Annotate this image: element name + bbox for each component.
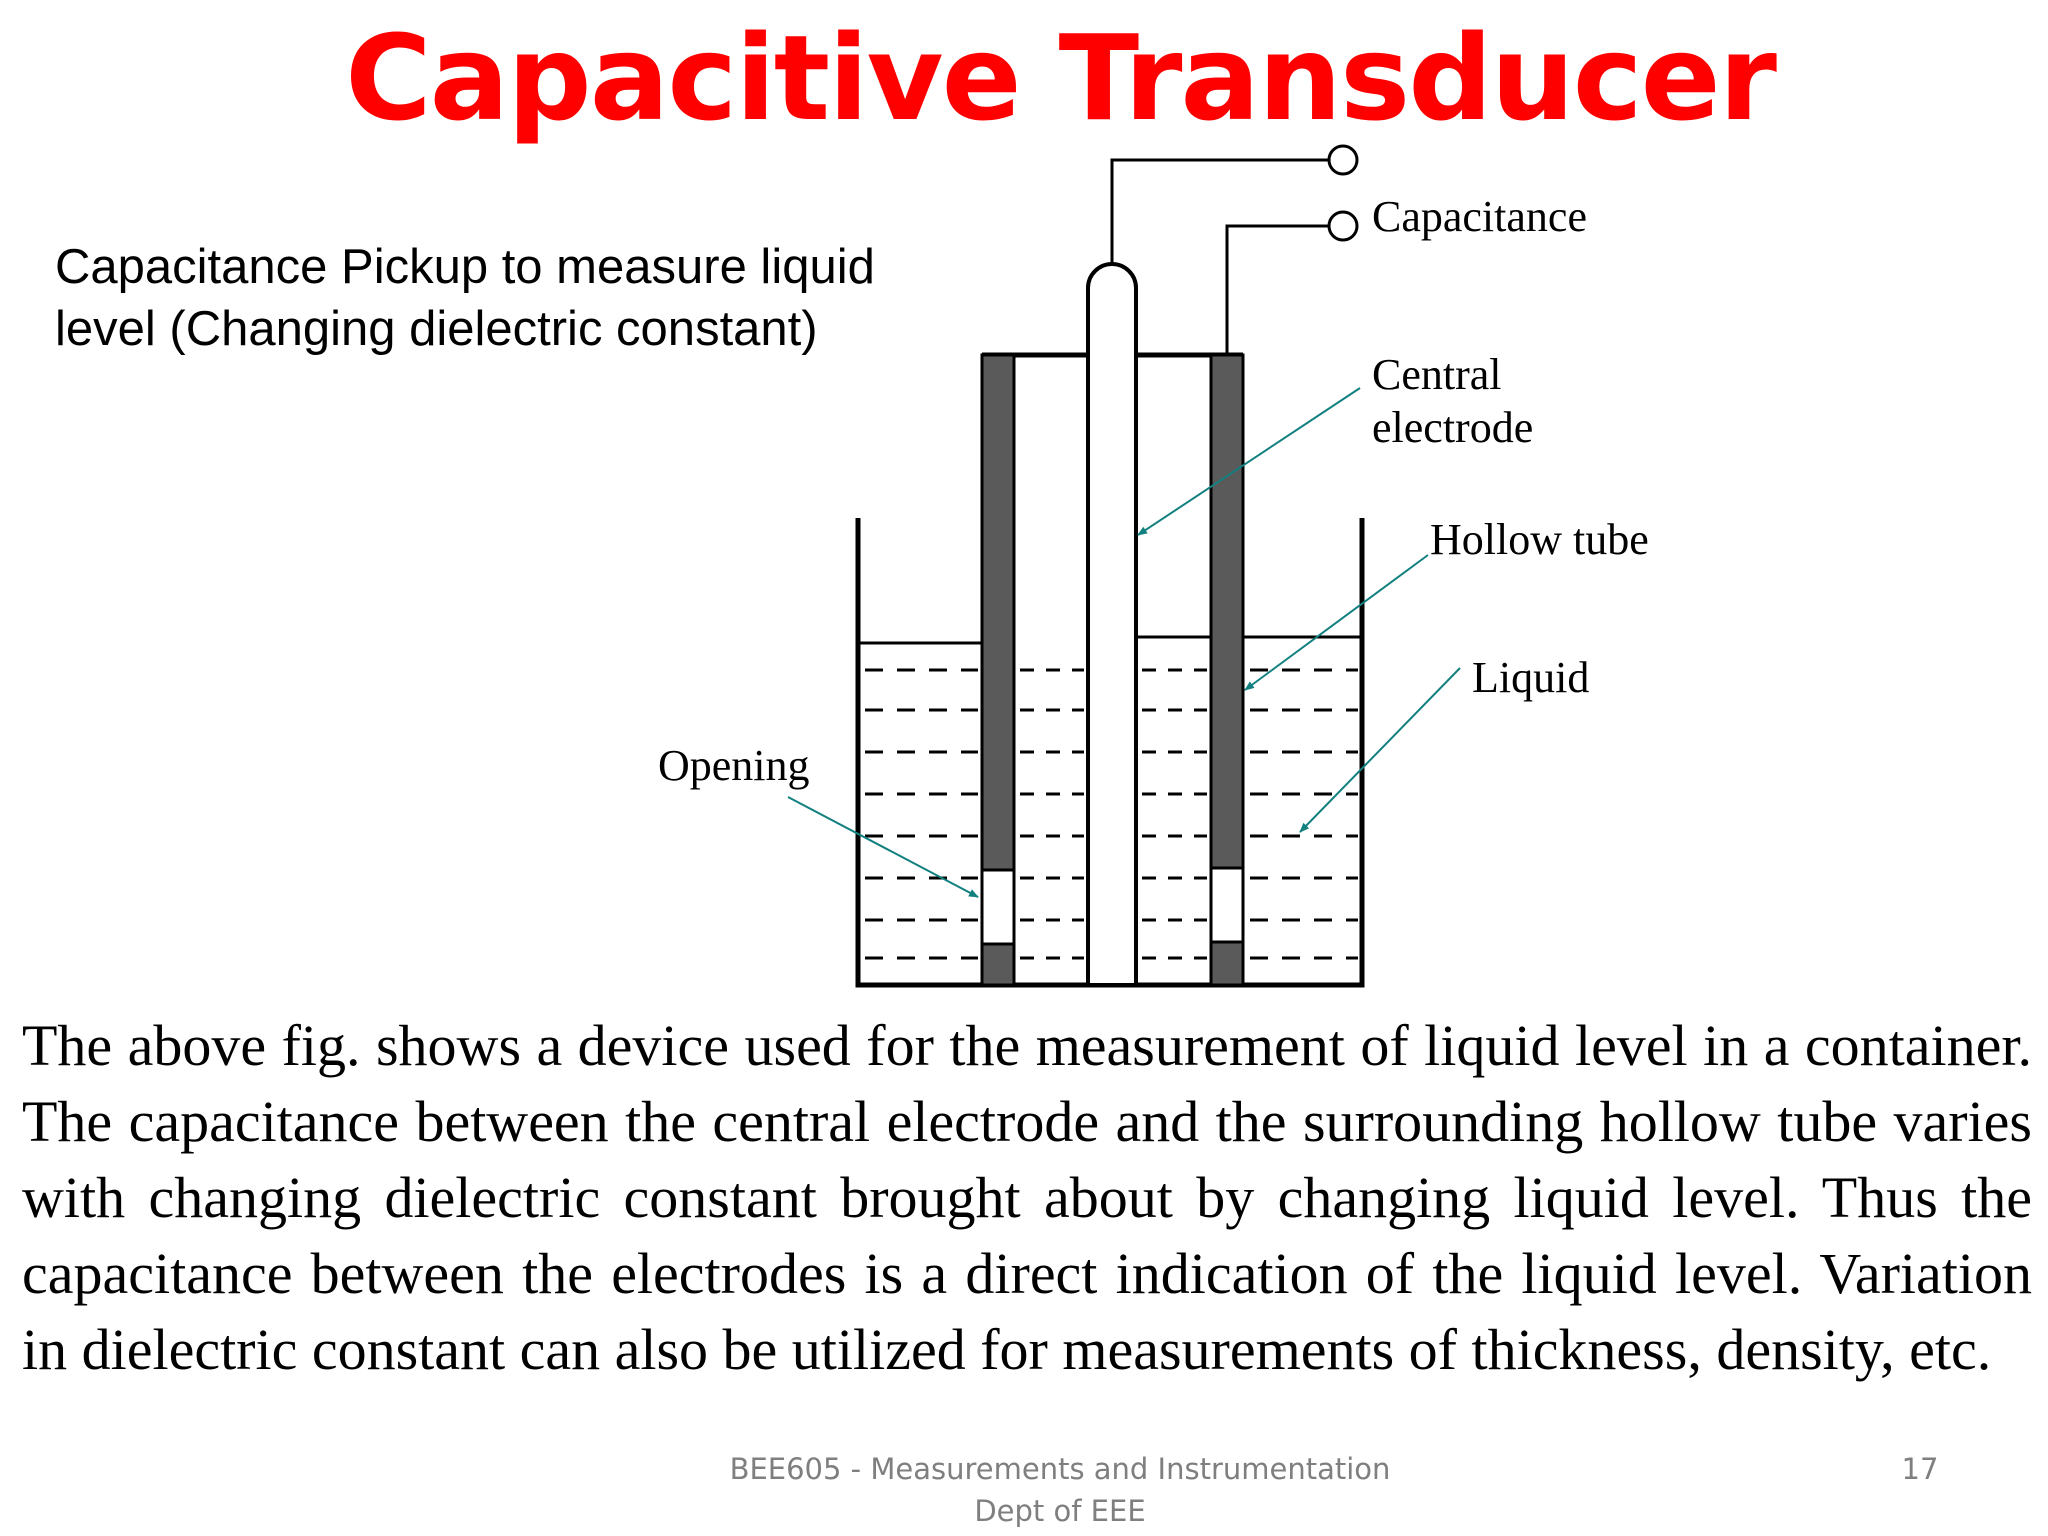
central-electrode-arrow xyxy=(1137,387,1361,536)
liquid-arrow xyxy=(1299,667,1461,833)
liquid-dashes xyxy=(865,668,1358,960)
label-central-electrode-line2: electrode xyxy=(1372,403,1533,452)
page-number: 17 xyxy=(1901,1452,1939,1486)
terminal-bottom xyxy=(1327,210,1359,242)
hollow-tube-left-wall xyxy=(980,353,1016,987)
caption-line-2: level (Changing dielectric constant) xyxy=(55,302,818,356)
footer-department: Dept of EEE xyxy=(974,1494,1146,1528)
hollow-tube-arrow xyxy=(1244,554,1429,691)
label-opening: Opening xyxy=(658,741,810,790)
footer-course: BEE605 - Measurements and Instrumentatio… xyxy=(729,1452,1391,1486)
central-electrode xyxy=(1086,262,1138,987)
label-capacitance: Capacitance xyxy=(1372,192,1587,241)
label-hollow-tube: Hollow tube xyxy=(1430,515,1649,564)
caption-line-1: Capacitance Pickup to measure liquid xyxy=(55,240,875,294)
label-central-electrode-line1: Central xyxy=(1372,350,1502,399)
central-electrode-lead xyxy=(1110,158,1328,266)
diagram-caption: Capacitance Pickup to measure liquid lev… xyxy=(55,236,955,360)
hollow-tube-right-wall xyxy=(1209,353,1245,987)
terminal-top xyxy=(1327,144,1359,176)
label-liquid: Liquid xyxy=(1472,653,1589,702)
footer: BEE605 - Measurements and Instrumentatio… xyxy=(700,1448,1420,1532)
description-paragraph: The above fig. shows a device used for t… xyxy=(22,1013,2032,1382)
opening-arrow xyxy=(787,796,979,898)
slide-title: Capacitive Transducer xyxy=(345,9,1777,147)
hollow-tube-lead xyxy=(1225,224,1328,355)
